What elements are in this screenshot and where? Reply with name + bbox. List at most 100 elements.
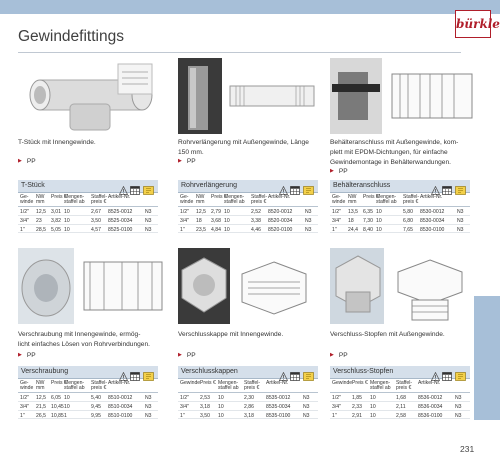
table-title-bar: Rohrverlängerung: [178, 180, 318, 195]
table-icon: [290, 182, 300, 195]
material-pp: ▶PP: [178, 158, 196, 165]
table-title-bar: Verschluss-Stopfen: [330, 366, 470, 381]
certificate-icon: [455, 368, 466, 381]
page-number: 231: [460, 444, 475, 454]
triangle-bullet-icon: ▶: [178, 158, 182, 164]
table-cell: 9,45: [91, 403, 101, 410]
table-cell: 8530-0034: [420, 217, 445, 224]
page-title: Gewindefittings: [18, 28, 124, 45]
column-header: Ge-winde: [332, 193, 346, 206]
table-cell: 8520-0034: [268, 217, 293, 224]
product-photo-t-piece: [18, 58, 166, 134]
table-title: Verschlusskappen: [181, 368, 238, 375]
table-cell: N3: [303, 412, 310, 419]
warning-icon: [118, 182, 129, 195]
table-cell: 8510-0100: [108, 412, 133, 419]
table-cell: 3,18: [244, 412, 254, 419]
certificate-icon: [143, 182, 154, 195]
table-icon: [130, 182, 140, 195]
table-cell: 8,40: [363, 226, 373, 233]
column-header: Preis €: [51, 193, 67, 200]
table-cell: N3: [145, 209, 152, 215]
column-header: Mengen-staffel ab: [218, 379, 239, 392]
table-cell: N3: [145, 395, 152, 401]
column-header: Staffel-preis €: [403, 193, 420, 206]
table-cell: 7,65: [403, 226, 413, 233]
certificate-icon: [455, 182, 466, 195]
table-cell: 1: [64, 412, 67, 419]
column-header: Staffel-preis €: [91, 379, 108, 392]
table-cell: 8536-0012: [418, 395, 443, 401]
table-cell: 3,50: [200, 412, 210, 419]
product-photo-plug: [330, 248, 463, 324]
certificate-icon: [143, 368, 154, 381]
table-cell: 1/2": [20, 209, 29, 215]
triangle-bullet-icon: ▶: [178, 352, 182, 358]
table-cell: 13,5: [348, 209, 358, 215]
column-header: Staffel-preis €: [91, 193, 108, 206]
table-cell: 1": [332, 412, 337, 419]
table-cell: 4,84: [211, 226, 221, 233]
brand-logo: bürkle: [455, 10, 500, 38]
table-cell: N3: [457, 209, 464, 215]
table-cell: 3,68: [211, 217, 221, 224]
triangle-bullet-icon: ▶: [330, 352, 334, 358]
caption-tank-connector: Behälteranschluss mit Außengewinde, kom-…: [330, 139, 459, 166]
column-header: Staffel-preis €: [251, 193, 268, 206]
table-cell: 3,38: [251, 217, 261, 224]
table-cell: 3/4": [332, 217, 341, 224]
material-pp: ▶PP: [18, 158, 36, 165]
table-title: Rohrverlängerung: [181, 182, 238, 189]
table-cell: 1": [332, 226, 337, 233]
table-cell: 24,4: [348, 226, 358, 233]
table-title-bar: T-Stück: [18, 180, 158, 195]
table-cell: 2,30: [244, 395, 254, 401]
table-icon: [130, 368, 140, 381]
column-header: Preis €: [51, 379, 67, 386]
table-cell: 8520-0012: [268, 209, 293, 215]
table-cell: 8530-0100: [420, 226, 445, 233]
certificate-icon: [303, 182, 314, 195]
table-title: T-Stück: [21, 182, 45, 189]
table-cell: 6,80: [403, 217, 413, 224]
table-cell: 10,45: [51, 403, 64, 410]
table-title: Verschluss-Stopfen: [333, 368, 394, 375]
table-cell: 10: [64, 403, 70, 410]
table-cell: 1": [180, 412, 185, 419]
column-header: Mengen-staffel ab: [64, 379, 85, 392]
table-cell: 5,05: [51, 226, 61, 233]
table-cell: N3: [145, 226, 152, 233]
column-header: Preis €: [352, 379, 368, 386]
certificate-icon: [303, 368, 314, 381]
triangle-bullet-icon: ▶: [18, 352, 22, 358]
table-cell: 8525-0012: [108, 209, 133, 215]
table-cell: N3: [457, 226, 464, 233]
table-cell: 10: [224, 226, 230, 233]
table-cell: 3,50: [91, 217, 101, 224]
table-title-bar: Behälteranschluss: [330, 180, 470, 195]
table-cell: 10: [224, 217, 230, 224]
table-cell: 8510-0034: [108, 403, 133, 410]
table-cell: N3: [303, 395, 310, 401]
column-header: Mengen-staffel ab: [370, 379, 391, 392]
column-header: Artikel-Nr.: [420, 193, 443, 200]
table-cell: 10: [218, 395, 224, 401]
table-cell: 4,57: [91, 226, 101, 233]
table-cell: 3/4": [20, 403, 29, 410]
table-cell: 9,95: [91, 412, 101, 419]
